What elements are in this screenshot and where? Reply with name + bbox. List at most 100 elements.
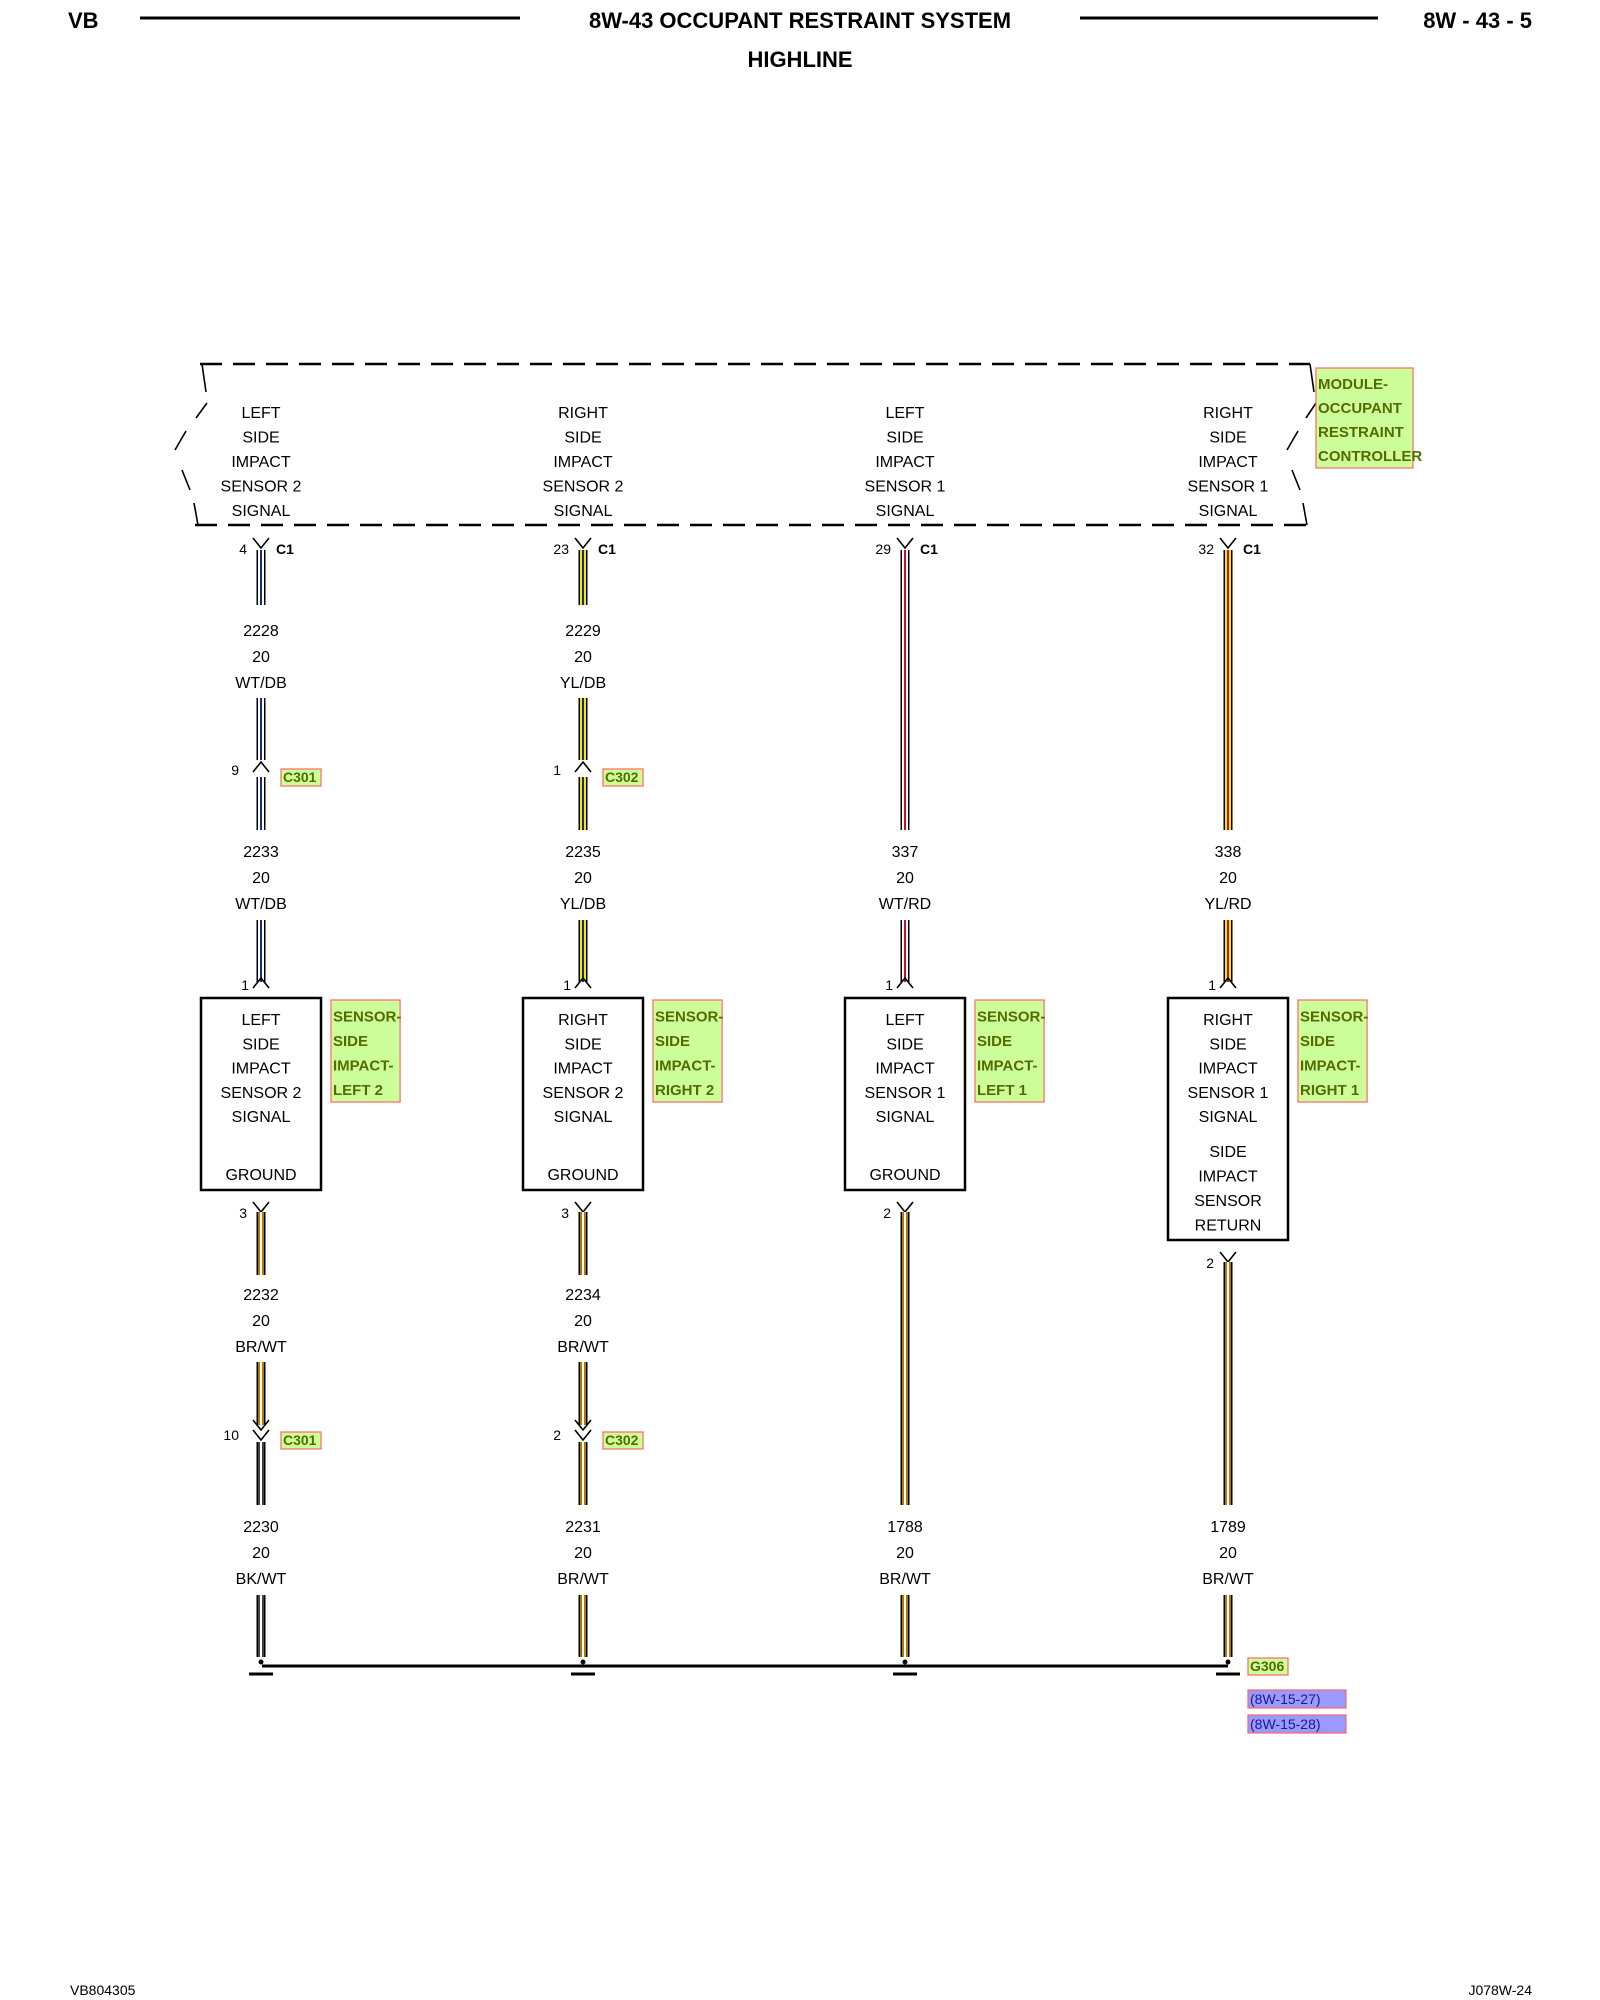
wire-stripe-color bbox=[904, 1595, 906, 1657]
tag-background bbox=[602, 768, 644, 787]
circuit-3-wire-ground2-label-gauge: 20 bbox=[896, 1545, 914, 1562]
tag-text: LEFT 2 bbox=[333, 1082, 383, 1099]
wire-stripe-color bbox=[1227, 920, 1229, 982]
circuit-1-wire-upper-label-color: WT/DB bbox=[235, 675, 287, 692]
circuit-2-wire-ground1-label-circuit: 2234 bbox=[565, 1287, 601, 1304]
tag-background bbox=[1297, 999, 1368, 1103]
circuit-1-module-label: LEFT bbox=[241, 405, 280, 422]
circuit-3-module-pin: 29 bbox=[875, 541, 891, 557]
circuit-4-wire-ground2-label-color: BR/WT bbox=[1202, 1571, 1254, 1588]
circuit-3-sensor-box bbox=[843, 996, 967, 1192]
ground-reference-link: (8W-15-28) bbox=[1247, 1714, 1347, 1734]
circuit-3-ground-terminal-dot bbox=[902, 1659, 908, 1665]
circuit-2-module-connector: C1 bbox=[598, 541, 616, 557]
circuit-2-wire-ground1 bbox=[578, 1212, 588, 1275]
circuit-4-module-label: IMPACT bbox=[1198, 454, 1257, 471]
wire-stripe-color bbox=[582, 1442, 584, 1505]
ref-text: (8W-15-28) bbox=[1250, 1716, 1321, 1732]
circuit-4-sensor-label: SIDE bbox=[1209, 1036, 1246, 1053]
circuit-3-wire-signal-label-color: WT/RD bbox=[879, 896, 931, 913]
circuit-1-inline-top-conn: C301 bbox=[280, 768, 322, 787]
tag-text: CONTROLLER bbox=[1318, 448, 1422, 465]
circuit-3-wire-signal-top bbox=[900, 550, 910, 830]
circuit-2-wire-signal-label-circuit: 2235 bbox=[565, 844, 601, 861]
wire-stripe-color bbox=[260, 1595, 262, 1657]
circuit-2-module-label: SIDE bbox=[564, 430, 601, 447]
circuit-2-wire-upper bbox=[578, 550, 588, 605]
tag-background bbox=[330, 999, 401, 1103]
circuit-2-inline-bottom-conn: C302 bbox=[602, 1431, 644, 1450]
circuit-3-wire-ground2-lower bbox=[900, 1595, 910, 1657]
tag-text: SENSOR- bbox=[977, 1009, 1045, 1026]
circuit-3-sensor-label: SENSOR 1 bbox=[865, 1085, 946, 1102]
wire-stripe-color bbox=[582, 920, 584, 982]
wire-stripe-color bbox=[582, 1362, 584, 1425]
footer-right: J078W-24 bbox=[1468, 1982, 1532, 1998]
circuit-2-wire-upper-label-color: YL/DB bbox=[560, 675, 606, 692]
circuit-1-wire-ground1-label-gauge: 20 bbox=[252, 1313, 270, 1330]
page-subtitle: HIGHLINE bbox=[747, 47, 853, 72]
tag-text: SENSOR- bbox=[333, 1009, 401, 1026]
wire-stripe-color bbox=[582, 1212, 584, 1275]
circuit-3-module-label: LEFT bbox=[885, 405, 924, 422]
tag-text: IMPACT- bbox=[1300, 1058, 1361, 1075]
wire-stripe-color bbox=[582, 550, 584, 605]
circuit-1-wire-upper-lower bbox=[256, 698, 266, 760]
circuit-1-sensor-signal-pin: 1 bbox=[241, 977, 249, 993]
circuit-1-sensor-label: LEFT bbox=[241, 1012, 280, 1029]
tag-text: SIDE bbox=[333, 1033, 368, 1050]
header-left: VB bbox=[68, 8, 99, 33]
circuit-2-sensor-box bbox=[521, 996, 645, 1192]
circuit-4-sensor-signal-pin-symbol bbox=[1219, 976, 1237, 989]
ground-reference-link: (8W-15-27) bbox=[1247, 1689, 1347, 1709]
wire-stripe-color bbox=[1227, 550, 1229, 830]
circuit-4-ground-terminal-dot bbox=[1225, 1659, 1231, 1665]
module-outline-right bbox=[1286, 363, 1317, 526]
circuit-1-module-pin-symbol bbox=[252, 537, 270, 550]
circuit-1-wire-ground2-label-gauge: 20 bbox=[252, 1545, 270, 1562]
circuit-2-ground-terminal-dot bbox=[580, 1659, 586, 1665]
circuit-2-wire-signal-label-gauge: 20 bbox=[574, 870, 592, 887]
circuit-1-wire-signal-label-color: WT/DB bbox=[235, 896, 287, 913]
circuit-2-wire-ground2-label-gauge: 20 bbox=[574, 1545, 592, 1562]
circuit-4-sensor-label: SENSOR 1 bbox=[1188, 1085, 1269, 1102]
tag-background bbox=[280, 1431, 322, 1450]
circuit-3-module-label: SIGNAL bbox=[876, 503, 935, 520]
tag-text: SENSOR- bbox=[655, 1009, 723, 1026]
circuit-1-sensor-label: SIGNAL bbox=[232, 1109, 291, 1126]
circuit-2-wire-ground2-label-color: BR/WT bbox=[557, 1571, 609, 1588]
circuit-2-sensor-lower-label: GROUND bbox=[547, 1167, 618, 1184]
circuit-2-inline-top-conn: C302 bbox=[602, 768, 644, 787]
circuit-4-module-label: SENSOR 1 bbox=[1188, 479, 1269, 496]
circuit-4-sensor-signal-pin: 1 bbox=[1208, 977, 1216, 993]
circuit-4-wire-ground2-lower bbox=[1223, 1595, 1233, 1657]
circuit-2-ground-pin-symbol bbox=[574, 1201, 592, 1214]
ref-background bbox=[1247, 1714, 1347, 1734]
wire-stripe-color bbox=[260, 698, 262, 760]
tag-text: LEFT 1 bbox=[977, 1082, 1027, 1099]
circuit-2-inline-bottom-symbol-b bbox=[574, 1429, 592, 1442]
circuit-1-wire-ground1 bbox=[256, 1212, 266, 1275]
circuit-2-ground-pin: 3 bbox=[561, 1205, 569, 1221]
tag-text: IMPACT- bbox=[655, 1058, 716, 1075]
circuit-3-sensor-label: SIGNAL bbox=[876, 1109, 935, 1126]
ref-background bbox=[1247, 1689, 1347, 1709]
circuit-1-wire-ground1-label-circuit: 2232 bbox=[243, 1287, 279, 1304]
circuit-2-sensor-signal-pin-symbol bbox=[574, 976, 592, 989]
circuit-4-wire-signal-label-gauge: 20 bbox=[1219, 870, 1237, 887]
circuit-2-inline-top-symbol bbox=[574, 760, 592, 773]
circuit-3-wire-signal-label-gauge: 20 bbox=[896, 870, 914, 887]
circuit-3-module-connector: C1 bbox=[920, 541, 938, 557]
wire-stripe-color bbox=[582, 777, 584, 830]
circuit-4-module-pin: 32 bbox=[1198, 541, 1214, 557]
circuit-1-wire-ground2-label-color: BK/WT bbox=[236, 1571, 287, 1588]
circuit-4-sensor-label: SIGNAL bbox=[1199, 1109, 1258, 1126]
circuit-1-inline-bottom-conn: C301 bbox=[280, 1431, 322, 1450]
circuit-4-ground-pin: 2 bbox=[1206, 1255, 1214, 1271]
circuit-3-sensor-label: IMPACT bbox=[875, 1061, 934, 1078]
circuit-4-wire-signal-label-color: YL/RD bbox=[1204, 896, 1251, 913]
circuit-1-sensor-label: SIDE bbox=[242, 1036, 279, 1053]
circuit-4-wire-signal-top bbox=[1223, 550, 1233, 830]
circuit-2-wire-signal-label-color: YL/DB bbox=[560, 896, 606, 913]
